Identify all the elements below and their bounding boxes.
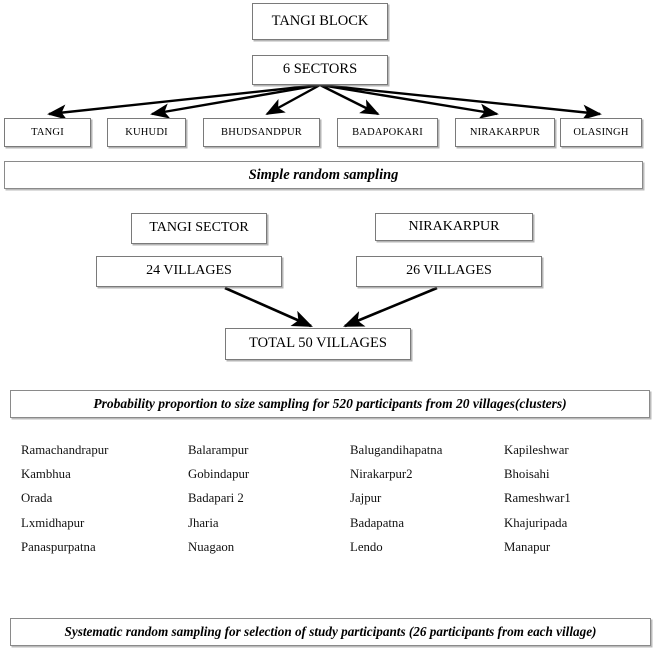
node-sector-bhudsandpur: BHUDSANDPUR [203,118,320,147]
node-six-sectors: 6 SECTORS [252,55,388,85]
node-sector-nirakarpur: NIRAKARPUR [455,118,555,147]
node-sector-kuhudi: KUHUDI [107,118,186,147]
village-name: Bhoisahi [504,467,550,482]
node-tangi-sector: TANGI SECTOR [131,213,267,244]
node-tangi-block: TANGI BLOCK [252,3,388,40]
village-name: Badapatna [350,515,405,530]
village-name: Balugandihapatna [350,443,443,457]
village-name: Jajpur [350,491,382,506]
node-sector-olasingh: OLASINGH [560,118,642,147]
village-name: Khajuripada [504,515,568,530]
arrow-to-bhudsandpur [265,83,321,116]
village-name: Manapur [504,539,551,554]
village-name: Balarampur [188,443,249,457]
banner-systematic-random-sampling: Systematic random sampling for selection… [10,618,651,646]
arrow-to-kuhudi [150,83,321,119]
village-list: Ramachandrapur Kambhua Orada Lxmidhapur … [0,438,661,563]
node-total-50-villages: TOTAL 50 VILLAGES [225,328,411,360]
node-nirakarpur-sector: NIRAKARPUR [375,213,533,241]
village-name: Lxmidhapur [21,515,85,530]
node-sector-tangi: TANGI [4,118,91,147]
arrow-24-to-total [224,286,313,328]
converge-arrows [224,286,438,328]
arrow-to-olasingh [319,83,602,120]
arrow-to-badapokari [319,83,380,116]
village-name: Gobindapur [188,467,250,482]
village-name: Nirakarpur2 [350,467,413,482]
sector-fan-arrows [47,83,602,120]
banner-simple-random-sampling: Simple random sampling [4,161,643,189]
node-sector-badapokari: BADAPOKARI [337,118,438,147]
village-column-3: Balugandihapatna Nirakarpur2 Jajpur Bada… [350,438,442,559]
arrow-26-to-total [343,286,438,328]
village-name: Jharia [188,515,219,530]
arrow-to-nirakarpur [319,83,499,119]
village-name: Rameshwar1 [504,491,571,506]
village-name: Ramachandrapur [21,443,109,457]
banner-probability-proportion-to-size: Probability proportion to size sampling … [10,390,650,418]
village-column-2: Balarampur Gobindapur Badapari 2 Jharia … [188,438,249,559]
village-name: Lendo [350,539,383,554]
village-name: Nuagaon [188,539,235,554]
village-name: Kambhua [21,467,71,482]
village-column-4: Kapileshwar Bhoisahi Rameshwar1 Khajurip… [504,438,571,559]
node-24-villages: 24 VILLAGES [96,256,282,287]
village-name: Orada [21,491,53,506]
village-name: Badapari 2 [188,491,244,506]
arrow-to-tangi [47,83,321,120]
village-name: Panaspurpatna [21,539,96,554]
village-name: Kapileshwar [504,443,569,457]
node-26-villages: 26 VILLAGES [356,256,542,287]
village-column-1: Ramachandrapur Kambhua Orada Lxmidhapur … [21,438,108,559]
